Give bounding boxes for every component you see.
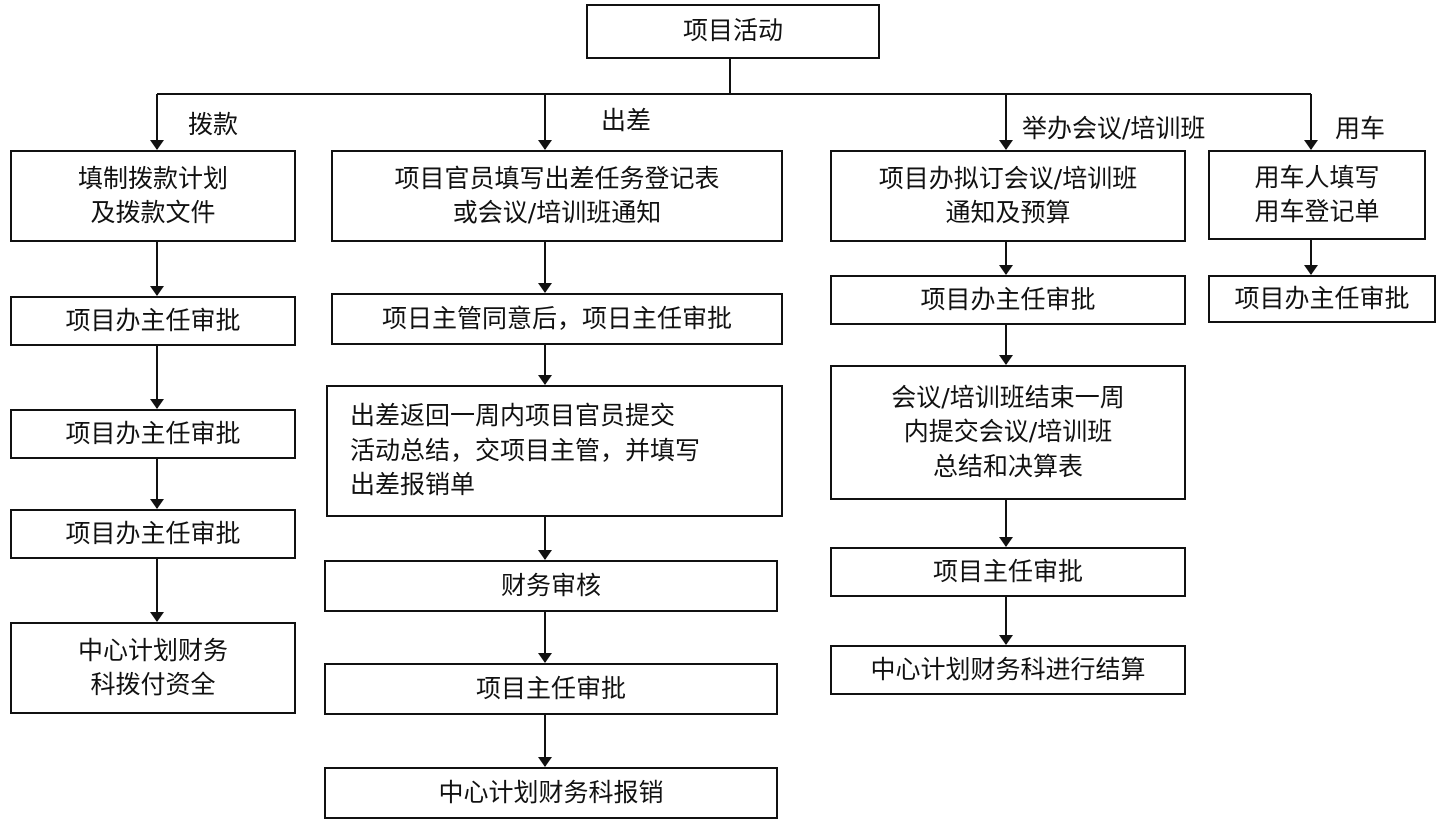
travel-step-3-text: 出差返回一周内项目官员提交 活动总结，交项目主管，并填写 出差报销单 bbox=[350, 401, 701, 500]
branch-label-funding: 拨款 bbox=[188, 110, 239, 139]
funding-step-5-text: 中心计划财务 科拨付资全 bbox=[77, 635, 228, 700]
travel-step-6: 中心计划财务科报销 bbox=[324, 767, 778, 819]
travel-step-4: 财务审核 bbox=[324, 560, 778, 612]
funding-step-3: 项目办主任审批 bbox=[10, 409, 296, 459]
vehicle-step-2-text: 项目办主任审批 bbox=[1234, 283, 1410, 313]
vehicle-step-1-text: 用车人填写 用车登记单 bbox=[1254, 162, 1380, 227]
travel-step-6-text: 中心计划财务科报销 bbox=[438, 777, 664, 807]
travel-step-4-text: 财务审核 bbox=[500, 570, 601, 600]
meeting-step-1: 项目办拟订会议/培训班 通知及预算 bbox=[830, 150, 1186, 242]
funding-step-1: 填制拨款计划 及拨款文件 bbox=[10, 150, 296, 242]
branch-label-vehicle: 用车 bbox=[1335, 114, 1386, 143]
travel-step-3: 出差返回一周内项目官员提交 活动总结，交项目主管，并填写 出差报销单 bbox=[326, 385, 783, 517]
funding-step-5: 中心计划财务 科拨付资全 bbox=[10, 622, 296, 714]
branch-label-travel: 出差 bbox=[601, 106, 652, 135]
root-node: 项目活动 bbox=[586, 4, 880, 59]
branch-label-meeting: 举办会议/培训班 bbox=[1022, 114, 1206, 143]
meeting-step-1-text: 项目办拟订会议/培训班 通知及预算 bbox=[878, 163, 1138, 228]
meeting-step-3-text: 会议/培训班结束一周 内提交会议/培训班 总结和决算表 bbox=[891, 382, 1125, 481]
vehicle-step-2: 项目办主任审批 bbox=[1208, 275, 1436, 323]
meeting-step-5: 中心计划财务科进行结算 bbox=[830, 645, 1186, 695]
meeting-step-5-text: 中心计划财务科进行结算 bbox=[870, 654, 1146, 684]
funding-step-2: 项目办主任审批 bbox=[10, 296, 296, 346]
meeting-step-3: 会议/培训班结束一周 内提交会议/培训班 总结和决算表 bbox=[830, 365, 1186, 500]
funding-step-3-text: 项目办主任审批 bbox=[65, 418, 241, 448]
funding-step-4-text: 项目办主任审批 bbox=[65, 518, 241, 548]
funding-step-2-text: 项目办主任审批 bbox=[65, 305, 241, 335]
meeting-step-2: 项目办主任审批 bbox=[830, 275, 1186, 325]
meeting-step-4-text: 项目主任审批 bbox=[932, 556, 1083, 586]
travel-step-1-text: 项目官员填写出差任务登记表 或会议/培训班通知 bbox=[394, 163, 720, 228]
travel-step-5-text: 项目主任审批 bbox=[475, 673, 626, 703]
travel-step-1: 项目官员填写出差任务登记表 或会议/培训班通知 bbox=[331, 150, 783, 242]
meeting-step-4: 项目主任审批 bbox=[830, 547, 1186, 597]
funding-step-4: 项目办主任审批 bbox=[10, 509, 296, 559]
funding-step-1-text: 填制拨款计划 及拨款文件 bbox=[77, 163, 228, 228]
vehicle-step-1: 用车人填写 用车登记单 bbox=[1208, 150, 1426, 240]
travel-step-2-text: 项日主管同意后，项日主任审批 bbox=[381, 303, 732, 333]
travel-step-2: 项日主管同意后，项日主任审批 bbox=[331, 293, 783, 345]
root-label: 项目活动 bbox=[682, 16, 783, 46]
meeting-step-2-text: 项目办主任审批 bbox=[920, 284, 1096, 314]
travel-step-5: 项目主任审批 bbox=[324, 663, 778, 715]
